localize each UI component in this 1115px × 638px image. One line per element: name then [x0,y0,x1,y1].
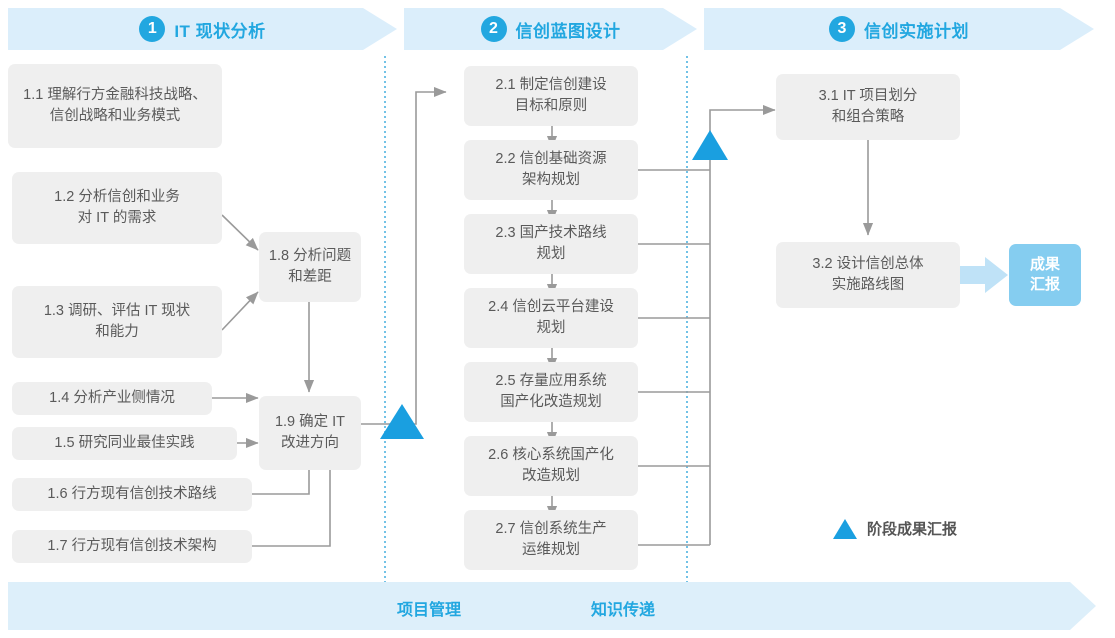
task-box-3-2[interactable]: 3.2 设计信创总体 实施路线图 [776,242,960,308]
bottom-bar-label-knowledge-transfer[interactable]: 知识传递 [591,602,656,619]
connector-1-2-to-1-8 [221,214,259,251]
phase-title: 信创实施计划 [864,21,969,41]
phase-number-badge: 3 [829,16,855,42]
task-box-1-1[interactable]: 1.1 理解行方金融科技战略、 信创战略和业务模式 [8,64,222,148]
connector-1-6-to-1-9 [252,470,310,495]
task-box-1-3[interactable]: 1.3 调研、评估 IT 现状 和能力 [12,286,222,358]
bottom-bar-label-project-management[interactable]: 项目管理 [397,602,462,619]
connector-1-9-to-2-1 [361,86,447,425]
phase-header-2[interactable]: 2 信创蓝图设计 [404,8,697,50]
task-box-2-5[interactable]: 2.5 存量应用系统 国产化改造规划 [464,362,638,422]
task-box-2-1[interactable]: 2.1 制定信创建设 目标和原则 [464,66,638,126]
deliverable-box[interactable]: 成果 汇报 [1009,244,1081,306]
connector-1-7-to-1-9 [252,470,331,547]
legend-label: 阶段成果汇报 [867,521,958,538]
triangle-up-icon [833,518,857,539]
deliverable-arrow [955,257,1008,293]
phase-header-1[interactable]: 1 IT 现状分析 [8,8,397,50]
legend: 阶段成果汇报 [833,518,957,539]
phase-title: IT 现状分析 [174,21,266,41]
phase-title: 信创蓝图设计 [515,21,621,41]
connector-phase2-to-3-1 [709,104,776,145]
connector-1-3-to-1-8 [221,291,259,331]
task-box-2-2[interactable]: 2.2 信创基础资源 架构规划 [464,140,638,200]
task-box-1-9[interactable]: 1.9 确定 IT 改进方向 [259,396,361,470]
bottom-track-bar [8,582,1096,630]
task-box-2-4[interactable]: 2.4 信创云平台建设 规划 [464,288,638,348]
milestone-triangle-phase1 [380,404,424,439]
milestone-triangle-phase2 [692,130,728,160]
phase-number-badge: 1 [139,16,166,42]
task-box-2-6[interactable]: 2.6 核心系统国产化 改造规划 [464,436,638,496]
phase-number-badge: 2 [480,16,507,42]
task-box-1-6[interactable]: 1.6 行方现有信创技术路线 [12,478,252,511]
task-box-1-2[interactable]: 1.2 分析信创和业务 对 IT 的需求 [12,172,222,244]
task-box-1-7[interactable]: 1.7 行方现有信创技术架构 [12,530,252,563]
phase-header-3[interactable]: 3 信创实施计划 [704,8,1094,50]
task-box-2-3[interactable]: 2.3 国产技术路线 规划 [464,214,638,274]
task-box-3-1[interactable]: 3.1 IT 项目划分 和组合策略 [776,74,960,140]
task-box-1-4[interactable]: 1.4 分析产业侧情况 [12,382,212,415]
task-box-1-5[interactable]: 1.5 研究同业最佳实践 [12,427,237,460]
task-box-2-7[interactable]: 2.7 信创系统生产 运维规划 [464,510,638,570]
task-box-1-8[interactable]: 1.8 分析问题 和差距 [259,232,361,302]
